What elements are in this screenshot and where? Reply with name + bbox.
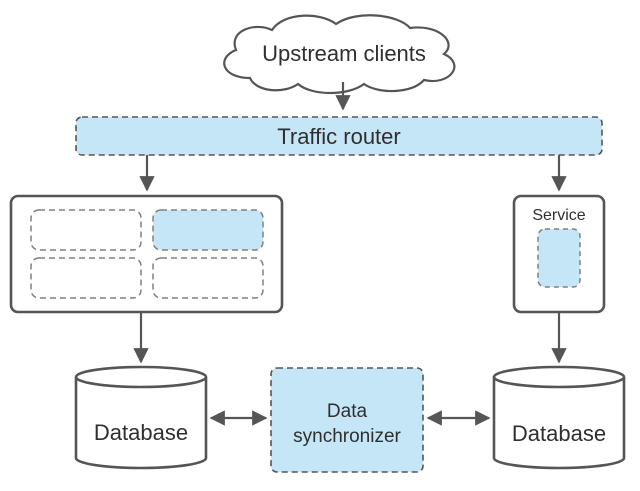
- cluster-slot-top-right-active: [152, 209, 264, 251]
- data-synchronizer-label-line2: synchronizer: [293, 426, 401, 447]
- database-left: Database: [74, 365, 208, 470]
- service-instance: [537, 228, 581, 288]
- service-box: Service: [512, 194, 606, 314]
- data-synchronizer: Data synchronizer: [270, 367, 424, 473]
- upstream-clients-cloud: Upstream clients: [223, 14, 456, 94]
- cluster-slot-top-left: [30, 209, 142, 251]
- traffic-router-label: Traffic router: [277, 124, 400, 149]
- data-synchronizer-label-line1: Data: [327, 401, 368, 422]
- cluster-slot-bottom-left: [30, 257, 142, 299]
- cluster-slot-bottom-right: [152, 257, 264, 299]
- upstream-clients-label: Upstream clients: [262, 41, 426, 66]
- left-cluster-box: [9, 194, 284, 314]
- service-label: Service: [532, 207, 585, 224]
- database-right-label: Database: [512, 421, 606, 446]
- database-left-label: Database: [94, 420, 188, 445]
- traffic-router: Traffic router: [75, 116, 603, 156]
- database-right: Database: [492, 365, 626, 470]
